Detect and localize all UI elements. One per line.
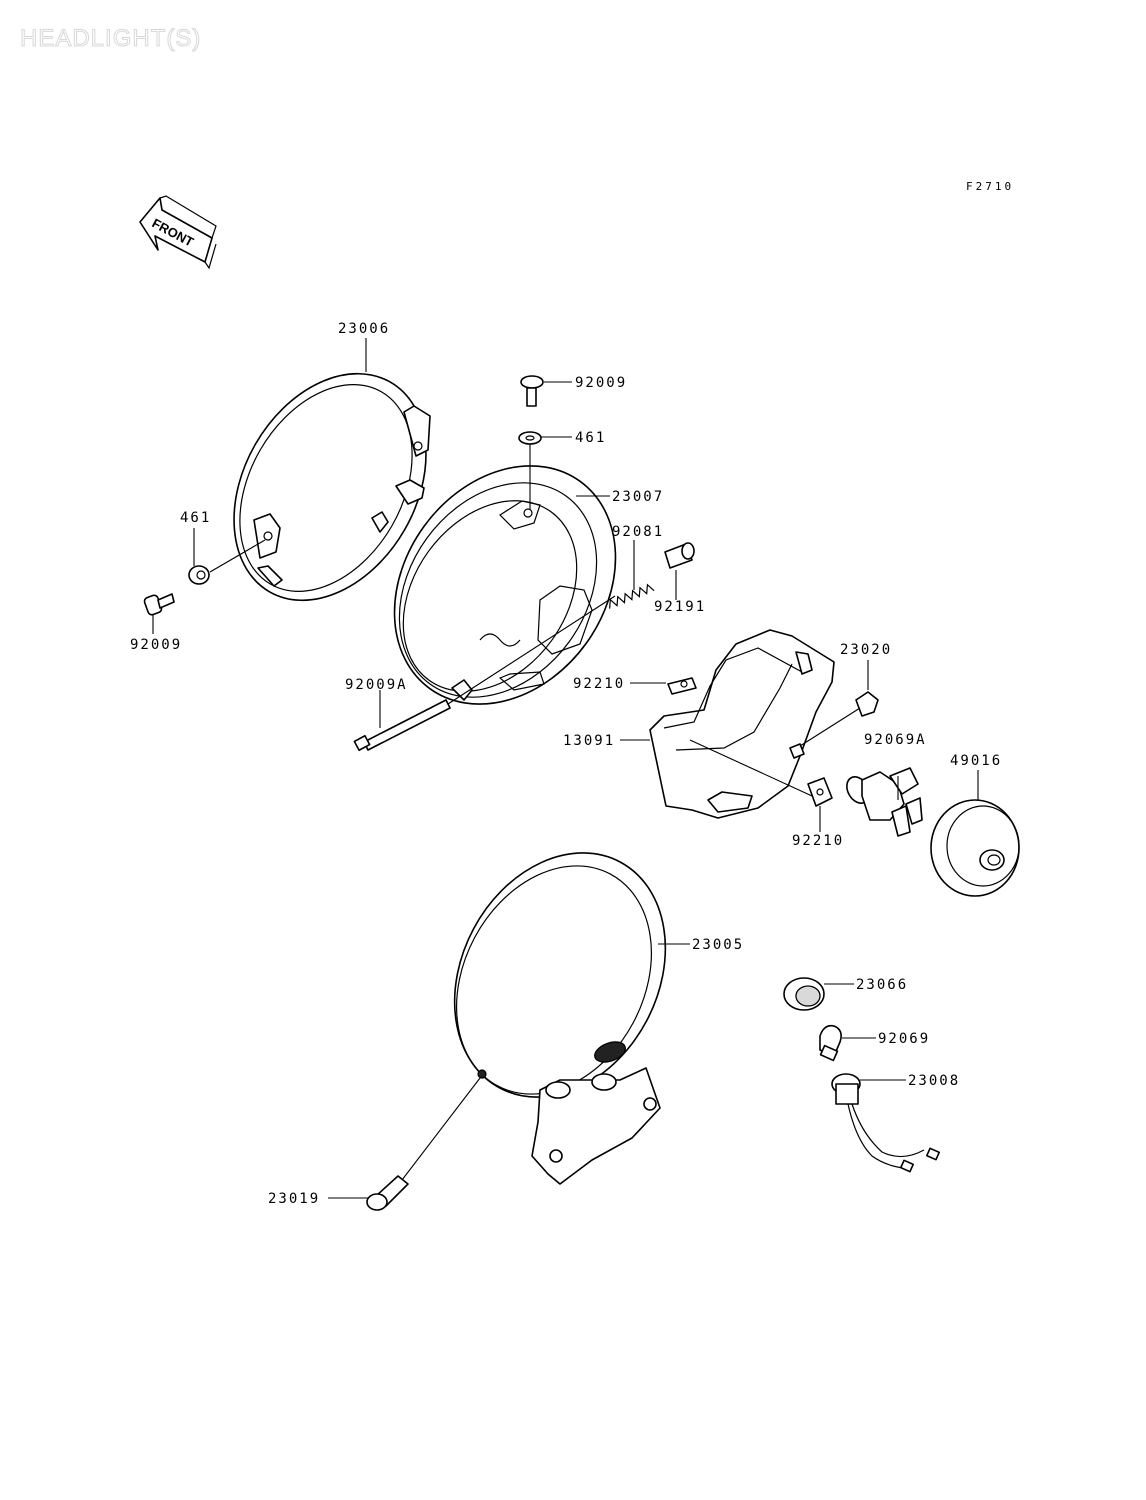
label-lamp-unit: 23005 — [692, 937, 744, 953]
label-clip-upper: 92210 — [573, 676, 625, 692]
collar — [664, 542, 695, 569]
front-arrow-icon: FRONT — [139, 195, 217, 270]
label-collar: 92191 — [654, 599, 706, 615]
label-pilot-bulb: 92069 — [878, 1031, 930, 1047]
label-bracket: 13091 — [563, 733, 615, 749]
clip-lower — [807, 777, 833, 807]
label-socket: 23020 — [840, 642, 892, 658]
label-housing: 23007 — [612, 489, 664, 505]
label-bolt: 23019 — [268, 1191, 320, 1207]
halogen-bulb — [846, 767, 923, 837]
screw-left — [143, 593, 175, 616]
figure-code: F2710 — [966, 180, 1014, 193]
mounting-bolt — [366, 1175, 409, 1211]
label-grommet: 23066 — [856, 977, 908, 993]
label-rim: 23006 — [338, 321, 390, 337]
clip-upper — [667, 677, 697, 695]
screw-top — [520, 375, 544, 407]
pilot-bulb — [819, 1024, 842, 1062]
label-nut-left: 461 — [180, 510, 211, 526]
label-clip-lower: 92210 — [792, 833, 844, 849]
label-adjust-screw: 92009A — [345, 677, 408, 693]
adjust-screw — [353, 699, 451, 752]
socket — [855, 691, 879, 717]
label-pilot-socket: 23008 — [908, 1073, 960, 1089]
nut-left — [188, 565, 210, 585]
label-screw-left: 92009 — [130, 637, 182, 653]
spring — [609, 583, 655, 609]
rim-ring — [233, 372, 431, 602]
lamp-unit — [453, 852, 667, 1185]
label-spring: 92081 — [612, 524, 664, 540]
page-title: HEADLIGHT(S) — [20, 25, 201, 52]
label-nut-top: 461 — [575, 430, 606, 446]
housing-shell — [393, 465, 617, 705]
mounting-bracket — [649, 629, 835, 819]
rubber-cap — [930, 799, 1020, 897]
label-screw-top: 92009 — [575, 375, 627, 391]
nut-top — [518, 431, 542, 445]
label-bulb: 92069A — [864, 732, 927, 748]
pilot-socket — [831, 1073, 940, 1173]
label-cap: 49016 — [950, 753, 1002, 769]
grommet — [783, 977, 825, 1011]
